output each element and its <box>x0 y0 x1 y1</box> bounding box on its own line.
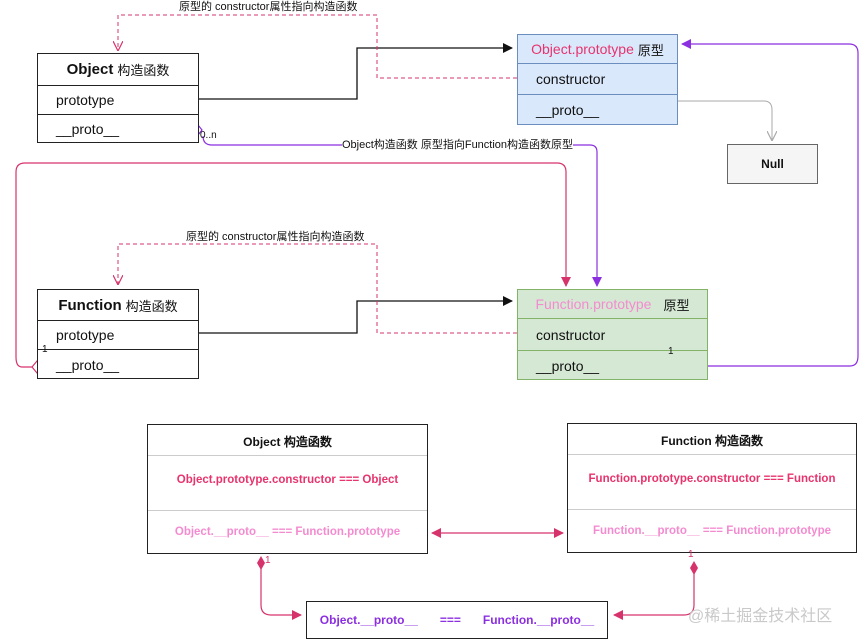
bottom-left-diamond <box>257 556 265 570</box>
object-prototype-box: Object.prototype 原型 constructor __proto_… <box>517 34 678 125</box>
object-proto-to-function-prototype <box>202 135 602 287</box>
function-prototype-box: Function.prototype 原型 constructor __prot… <box>517 289 708 380</box>
function-prototype-proto-field: __proto__ <box>518 350 707 380</box>
object-summary-proto-line: Object.__proto__ === Function.prototype <box>174 526 401 538</box>
object-prototype-constructor-field: constructor <box>518 63 677 94</box>
function-prototype-suffix: 原型 <box>663 297 690 313</box>
function-summary-constructor-line: Function.prototype.constructor === Funct… <box>588 473 836 485</box>
function-prototype-name: Function.prototype <box>535 296 652 312</box>
proto-null-link <box>677 100 772 140</box>
object-summary-constructor-line: Object.prototype.constructor === Object <box>176 474 399 486</box>
function-proto-field: __proto__ <box>38 349 198 379</box>
function-prototype-constructor-field: constructor <box>518 318 707 350</box>
function-constructor-name: Function <box>58 296 122 314</box>
watermark: @稀土掘金技术社区 <box>688 608 833 625</box>
label-object-to-function-prototype: Object构造函数 原型指向Function构造函数原型 <box>342 139 574 151</box>
object-constructor-header: Object 构造函数 <box>38 54 198 85</box>
result-box: Object.__proto__ === Function.__proto__ <box>306 601 608 639</box>
multiplicity-1-right: 1 <box>668 346 674 357</box>
label-function-constructor: 原型的 constructor属性指向构造函数 <box>186 231 365 243</box>
object-summary-title: Object 构造函数 <box>243 435 332 449</box>
result-equals: === <box>439 613 461 627</box>
function-summary-divider-1 <box>568 454 856 455</box>
bottom-multiplicity-left: 1 <box>265 555 271 566</box>
function-constructor-box: Function 构造函数 prototype __proto__ <box>37 289 199 379</box>
function-prototype-header: Function.prototype 原型 <box>518 290 707 318</box>
null-box: Null <box>727 144 818 184</box>
function-prototype-link <box>198 296 513 334</box>
function-constructor-suffix: 构造函数 <box>125 298 178 314</box>
result-left-text: Object.__proto__ <box>319 613 418 627</box>
function-prototype-proto-link <box>680 39 859 367</box>
function-constructor-header: Function 构造函数 <box>38 290 198 320</box>
function-summary-divider-2 <box>568 509 856 510</box>
label-object-constructor: 原型的 constructor属性指向构造函数 <box>179 1 358 13</box>
function-summary-card: Function 构造函数 Function.prototype.constru… <box>567 423 857 553</box>
function-summary-title: Function 构造函数 <box>661 434 763 448</box>
object-constructor-box: Object 构造函数 prototype __proto__ <box>37 53 199 143</box>
function-constructor-link <box>118 243 517 334</box>
object-prototype-name: Object.prototype <box>531 41 634 57</box>
object-prototype-header: Object.prototype 原型 <box>518 35 677 63</box>
object-prototype-suffix: 原型 <box>637 42 664 58</box>
object-constructor-name: Object <box>66 61 114 78</box>
bottom-right-diamond <box>690 561 698 575</box>
object-summary-divider-2 <box>148 510 427 511</box>
object-summary-divider-1 <box>148 455 427 456</box>
result-right-text: Function.__proto__ <box>482 613 595 627</box>
object-constructor-suffix: 构造函数 <box>117 63 170 78</box>
bottom-right-link <box>613 573 695 620</box>
object-summary-card: Object 构造函数 Object.prototype.constructor… <box>147 424 428 554</box>
multiplicity-1-left: 1 <box>42 344 48 355</box>
object-prototype-field: prototype <box>38 85 198 114</box>
function-summary-proto-line: Function.__proto__ === Function.prototyp… <box>592 525 831 537</box>
object-proto-field: __proto__ <box>38 114 198 143</box>
bottom-multiplicity-right: 1 <box>688 549 694 560</box>
object-prototype-link <box>198 43 513 100</box>
object-constructor-link <box>118 14 517 79</box>
function-proto-loop <box>15 162 571 368</box>
bottom-left-link <box>260 568 302 620</box>
multiplicity-0n: 0..n <box>200 130 217 141</box>
object-prototype-proto-field: __proto__ <box>518 94 677 125</box>
function-prototype-field: prototype <box>38 320 198 349</box>
